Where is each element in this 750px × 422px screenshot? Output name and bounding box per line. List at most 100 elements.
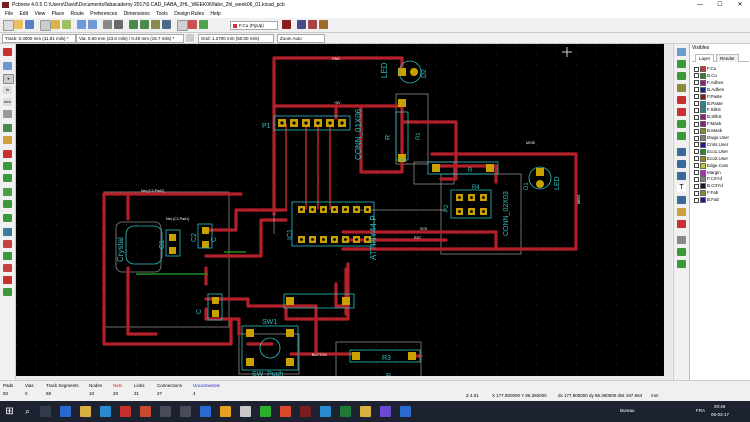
menu-tools[interactable]: Tools [156,11,168,17]
layer-visibility-checkbox[interactable] [694,170,699,175]
layer-color-swatch[interactable] [700,176,706,183]
via-sketch-icon[interactable] [3,200,12,208]
zoom-out-icon[interactable] [140,20,149,29]
layer-color-swatch[interactable] [700,72,706,79]
layer-row[interactable]: Edge.Cuts [694,162,749,169]
netlist-icon[interactable] [188,20,197,29]
scripting-icon[interactable] [319,20,328,29]
add-arc-icon[interactable] [677,172,686,180]
layer-row[interactable]: F.Cu [694,66,749,72]
layer-color-swatch[interactable] [700,66,706,72]
explorer-icon[interactable] [80,406,91,417]
zoom-fit-icon[interactable] [162,20,171,29]
app-icon-9[interactable] [380,406,391,417]
add-dimension-icon[interactable] [677,196,686,204]
layer-color-swatch[interactable] [700,141,706,148]
menu-file[interactable]: File [5,11,14,17]
vlc-icon[interactable] [220,406,231,417]
layer-color-swatch[interactable] [700,135,706,141]
menu-place[interactable]: Place [51,11,65,17]
layer-visibility-checkbox[interactable] [694,87,699,93]
menu-edit[interactable]: Edit [19,11,29,17]
app-icon-4[interactable] [260,406,271,417]
layer-visibility-checkbox[interactable] [694,183,699,189]
layer-row[interactable]: B.Adhes [694,86,749,93]
app-icon-7[interactable] [340,406,351,417]
add-keepout-icon[interactable] [677,132,686,140]
layer-row[interactable]: F.Paste [694,93,749,100]
drc-icon[interactable] [199,20,208,29]
layer-color-swatch[interactable] [700,197,706,204]
layer-visibility-checkbox[interactable] [694,135,699,141]
menu-design-rules[interactable]: Design Rules [174,11,204,17]
layer-visibility-checkbox[interactable] [694,176,699,182]
footprint-editor-icon[interactable] [51,20,60,29]
footprint-viewer-icon[interactable] [62,20,71,29]
menu-preferences[interactable]: Preferences [90,11,118,17]
add-line-icon[interactable] [677,148,686,156]
layer-color-swatch[interactable] [700,190,706,197]
layer-row[interactable]: B.Paste [694,100,749,107]
layer-color-swatch[interactable] [700,114,706,121]
add-target-icon[interactable] [677,208,686,216]
layer-pair-icon[interactable] [282,20,291,29]
layer-row[interactable]: Margin [694,169,749,176]
delete-icon[interactable] [677,220,686,228]
app-icon-8[interactable] [360,406,371,417]
maximize-button[interactable]: ☐ [717,2,723,8]
zone-fill-icon[interactable] [3,150,12,158]
layer-visibility-checkbox[interactable] [694,107,699,113]
grid-select[interactable]: Grid: 1.2700 mm (50.00 mils) [198,34,274,43]
hide-ratsnest-icon[interactable] [3,264,12,272]
layer-visibility-checkbox[interactable] [694,121,699,127]
layer-color-swatch[interactable] [700,183,706,190]
units-mm-icon[interactable]: mm [3,98,12,106]
layer-row[interactable]: Dwgs.User [694,135,749,141]
start-icon[interactable]: ⊞ [5,406,14,417]
layer-color-swatch[interactable] [700,93,706,100]
layer-visibility-checkbox[interactable] [694,163,699,169]
grid-toggle-icon[interactable] [3,62,12,70]
word-icon[interactable] [200,406,211,417]
add-circle-icon[interactable] [677,160,686,168]
app-icon-5[interactable] [280,406,291,417]
pcb-canvas[interactable]: P1 CONN_01X06 LED D2 R R1 IC1 ATTINY44-P… [16,44,664,380]
drc-off-icon[interactable] [3,48,12,56]
cursor-shape-icon[interactable] [3,110,12,118]
menu-route[interactable]: Route [70,11,84,17]
tab-render[interactable]: Render [716,54,739,62]
layer-row[interactable]: Eco1.User [694,148,749,155]
module-ratsnest-icon[interactable] [3,136,12,144]
layer-color-swatch[interactable] [700,128,706,135]
layer-row[interactable]: F.SilkS [694,107,749,114]
high-contrast-icon[interactable] [3,228,12,236]
layer-visibility-checkbox[interactable] [694,142,699,148]
zone-outline-icon[interactable] [3,162,12,170]
track-width-select[interactable]: Track: 0.3000 mm (11.81 mils) * [2,34,76,43]
pad-sketch-icon[interactable] [3,188,12,196]
layer-row[interactable]: Cmts.User [694,141,749,148]
app-icon-10[interactable] [400,406,411,417]
pdf-reader-icon[interactable] [120,406,131,417]
layer-row[interactable]: F.Fab [694,190,749,197]
new-board-icon[interactable] [3,20,14,31]
layer-row[interactable]: B.SilkS [694,114,749,121]
clock-date[interactable]: 06-03-17 [711,412,730,417]
highlight-net-icon[interactable] [677,60,686,68]
save-icon[interactable] [25,20,34,29]
kicad-icon[interactable] [300,406,311,417]
menu-view[interactable]: View [34,11,46,17]
layer-row[interactable]: Eco2.User [694,155,749,162]
app-icon-3[interactable] [240,406,251,417]
layer-color-swatch[interactable] [700,155,706,162]
layer-color-swatch[interactable] [700,86,706,93]
clock-time[interactable]: 20:46 [714,404,726,409]
units-inch-icon[interactable]: In [3,86,12,94]
polar-coords-icon[interactable]: ⌖ [3,74,14,84]
plot-icon[interactable] [114,20,123,29]
layer-row[interactable]: B.Cu [694,72,749,79]
layer-color-swatch[interactable] [700,121,706,128]
minimize-button[interactable]: — [697,2,703,8]
layer-visibility-checkbox[interactable] [694,190,699,196]
layer-visibility-checkbox[interactable] [694,80,699,86]
